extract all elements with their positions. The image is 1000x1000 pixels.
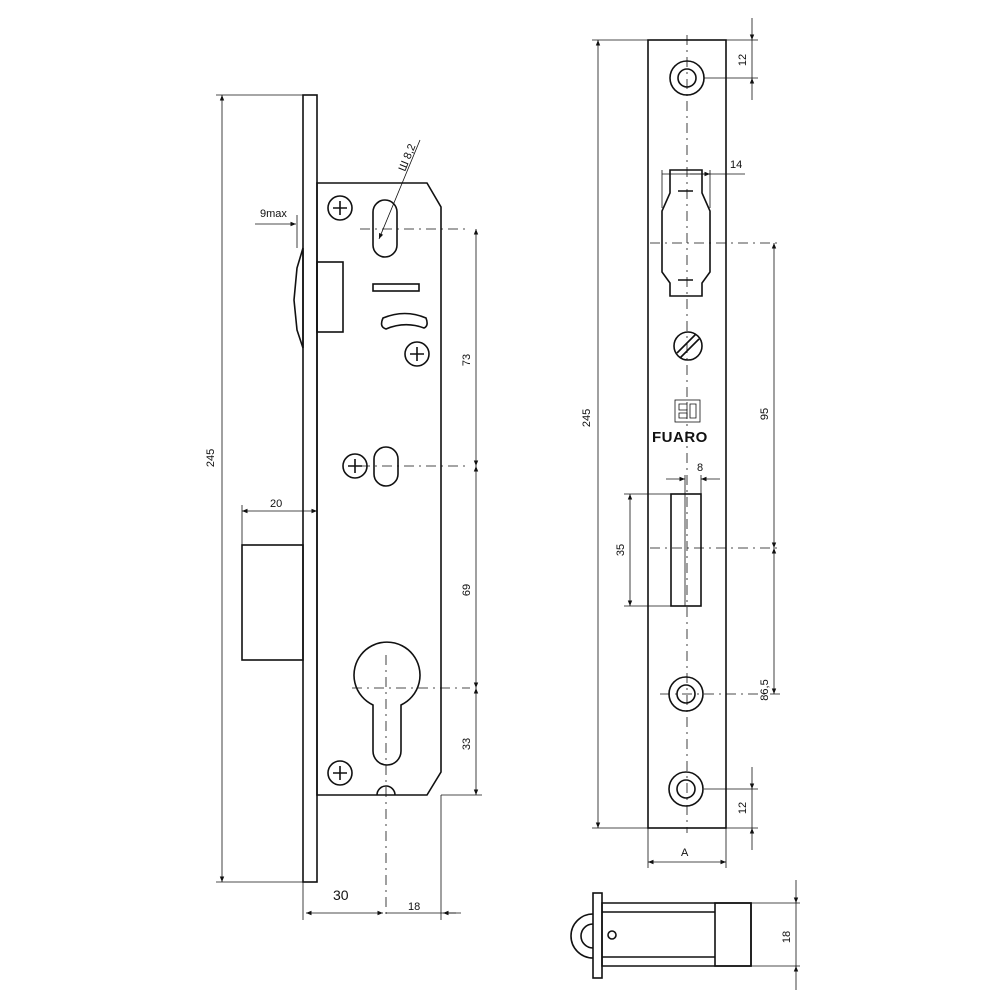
mounting-hole-icon [668, 771, 704, 807]
end-faceplate [592, 892, 603, 979]
dim-top-12: 12 [737, 54, 749, 66]
screw-icon [673, 331, 703, 361]
dim-9max: 9max [260, 208, 287, 220]
dim-plate-width-a: A [681, 847, 689, 859]
end-view: 18 [570, 880, 800, 990]
side-faceplate [302, 94, 318, 883]
end-cylinder [570, 913, 594, 959]
curved-slot [380, 312, 428, 330]
dim-69: 69 [461, 584, 473, 596]
lock-case [316, 182, 442, 796]
screw-icon [404, 341, 430, 367]
dim-95: 95 [759, 408, 771, 420]
dim-8: 8 [697, 462, 703, 474]
dim-side-height: 245 [205, 449, 217, 467]
dim-14: 14 [730, 159, 742, 171]
oval-hole [373, 446, 399, 487]
front-deadbolt [670, 493, 702, 607]
dim-spindle-diameter: Ш 8,2 [397, 142, 419, 173]
latch-body [316, 261, 344, 333]
fuaro-logo: FUARO [652, 399, 708, 446]
dim-35: 35 [615, 544, 627, 556]
front-latch [661, 169, 711, 297]
dim-front-height: 245 [581, 409, 593, 427]
dim-20: 20 [270, 498, 282, 510]
guide-slot [372, 283, 420, 292]
dim-33: 33 [461, 738, 473, 750]
dim-backset-30: 30 [333, 887, 349, 903]
dim-73: 73 [461, 354, 473, 366]
cylinder-cutout [353, 641, 421, 766]
deadbolt [241, 544, 304, 661]
dim-bottom-12: 12 [737, 802, 749, 814]
screw-icon [327, 195, 353, 221]
screw-icon [327, 760, 353, 786]
side-view: 245 9max Ш 8,2 73 69 33 20 30 18 [205, 94, 482, 920]
dim-end-18: 18 [781, 931, 793, 943]
dim-86-5: 86,5 [759, 679, 771, 700]
front-view: FUARO 245 12 14 [581, 18, 780, 868]
brand-label: FUARO [652, 429, 708, 446]
spindle-slot [372, 199, 398, 258]
dim-rear-18: 18 [408, 901, 420, 913]
latch-bolt [293, 247, 304, 349]
